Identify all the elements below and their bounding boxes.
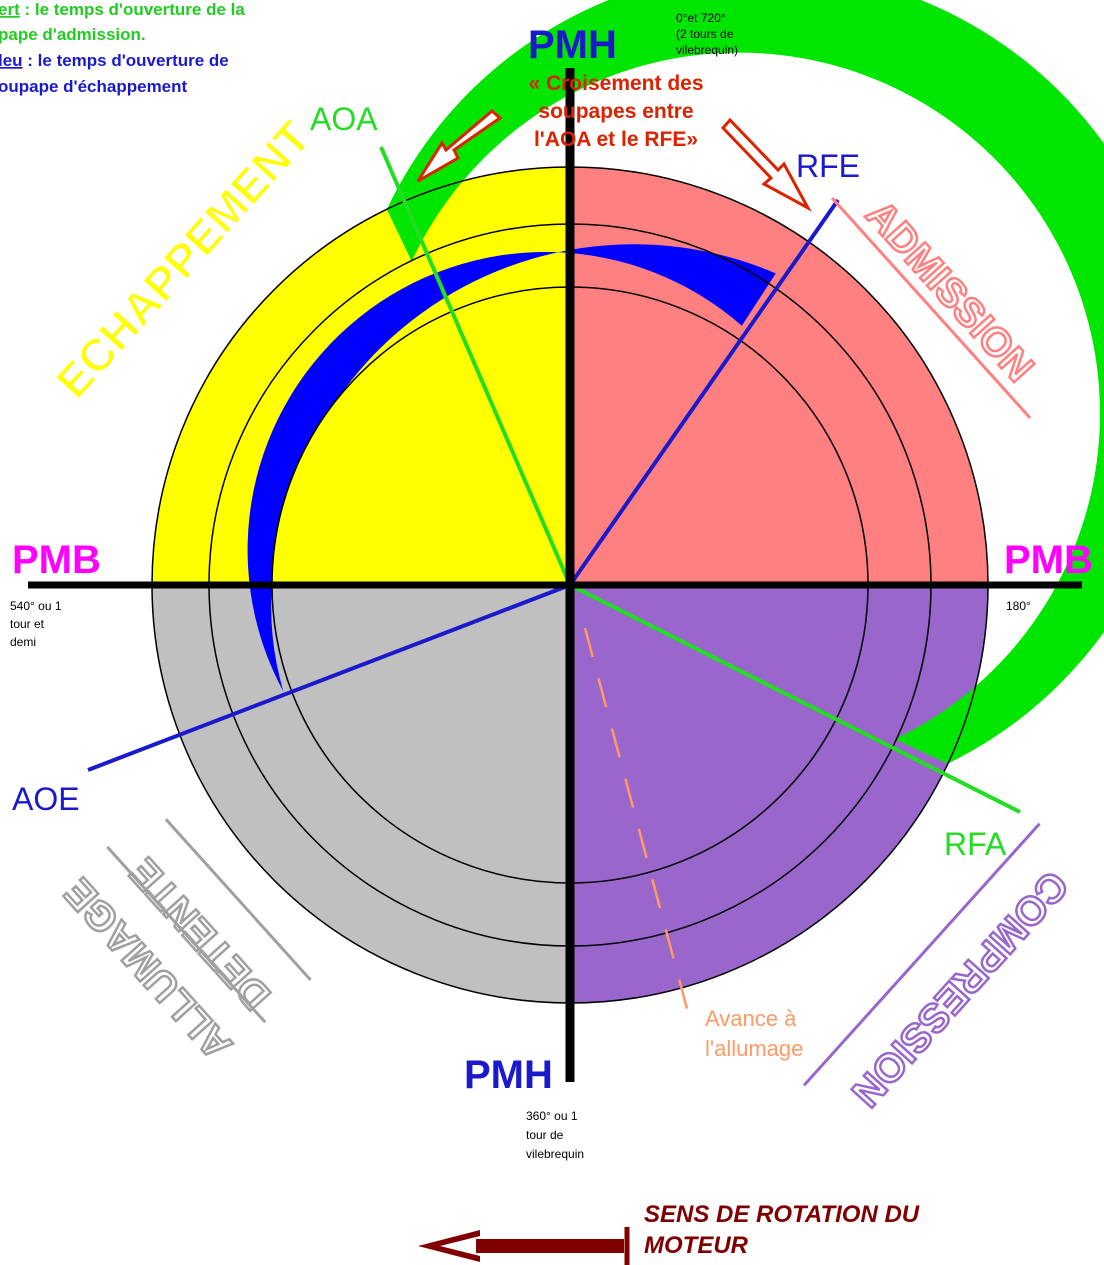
svg-text:Avance à: Avance à [705, 1006, 797, 1031]
rotation-arrow-head [418, 1230, 480, 1262]
svg-text:vilebrequin: vilebrequin [526, 1147, 584, 1161]
sector-compression [570, 585, 988, 1003]
crossing-arrow-left [416, 109, 503, 183]
aoa-line [379, 146, 572, 586]
crossing-note: « Croisement des soupapes entre l'AOA et… [528, 72, 703, 151]
sector-detente [152, 585, 570, 1003]
svg-text:0°et 720°: 0°et 720° [676, 11, 726, 25]
inner-admission [570, 286, 742, 585]
ignition-advance-line [583, 627, 692, 1021]
rfe-label: RFE [796, 148, 860, 184]
inner-exhaust [272, 287, 570, 585]
legend-green-line2: pape d'admission. [0, 25, 146, 44]
svg-text:MOTEUR: MOTEUR [644, 1232, 749, 1259]
svg-text:540° ou 1: 540° ou 1 [10, 599, 62, 613]
aoe-line [87, 583, 571, 772]
svg-text:SENS DE ROTATION DU: SENS DE ROTATION DU [644, 1201, 920, 1228]
rotation-caption: SENS DE ROTATION DU MOTEUR [644, 1201, 920, 1259]
svg-text:tour de: tour de [526, 1128, 564, 1142]
legend-blue-line1: leu : le temps d'ouverture de [0, 51, 229, 70]
pmh-bottom-label: PMH [464, 1053, 553, 1097]
legend-blue-line2: oupape d'échappement [0, 77, 188, 96]
legend: ert : le temps d'ouverture de la pape d'… [0, 0, 245, 96]
pmb-right-note: 180° [1006, 599, 1031, 613]
svg-text:360° ou 1: 360° ou 1 [526, 1109, 578, 1123]
svg-text:« Croisement des: « Croisement des [528, 72, 703, 95]
aoe-label: AOE [12, 781, 80, 817]
rfa-line [569, 583, 1021, 814]
admission-band [386, 0, 1104, 764]
rfe-line [568, 198, 840, 587]
pmh-top-label: PMH [528, 23, 617, 67]
rotation-arrow-shaft [476, 1239, 624, 1253]
aoa-label: AOA [310, 101, 378, 137]
svg-text:l'AOA et le RFE»: l'AOA et le RFE» [534, 128, 698, 151]
svg-text:tour et: tour et [10, 617, 45, 631]
pmb-left-label: PMB [12, 538, 101, 582]
exhaust-band [247, 244, 776, 692]
svg-text:l'allumage: l'allumage [705, 1036, 803, 1061]
pmh-top-note: 0°et 720° (2 tours de vilebrequin) [676, 11, 738, 57]
rfa-label: RFA [944, 826, 1007, 862]
pmb-left-note: 540° ou 1 tour et demi [10, 599, 62, 649]
legend-green-line1: ert : le temps d'ouverture de la [0, 0, 245, 19]
svg-text:vilebrequin): vilebrequin) [676, 43, 738, 57]
ignition-advance-label: Avance à l'allumage [705, 1006, 803, 1061]
pmh-bottom-note: 360° ou 1 tour de vilebrequin [526, 1109, 584, 1161]
pmb-right-label: PMB [1004, 538, 1093, 582]
crossing-arrow-right [720, 117, 812, 212]
svg-text:COMPRESSION: COMPRESSION [843, 862, 1076, 1114]
svg-text:(2 tours de: (2 tours de [676, 27, 734, 41]
svg-text:soupapes entre: soupapes entre [538, 100, 693, 123]
svg-text:demi: demi [10, 635, 36, 649]
rotation-arrow [418, 1227, 630, 1265]
